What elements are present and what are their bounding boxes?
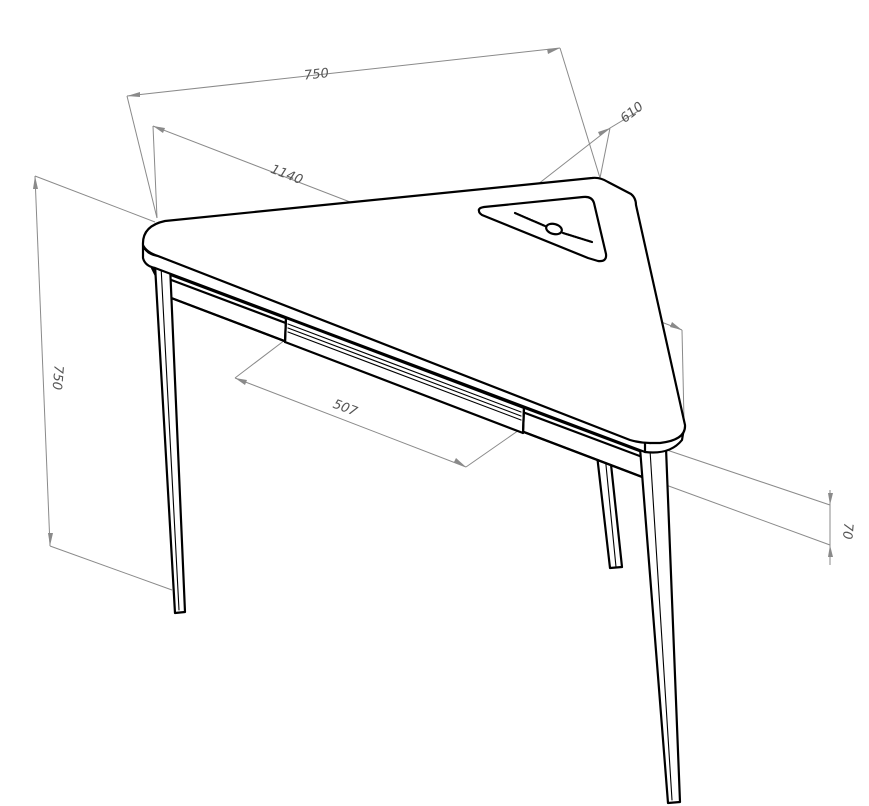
- drawer-front: [283, 316, 526, 435]
- front-left-leg: [153, 263, 187, 615]
- cable-cutout: [477, 195, 608, 263]
- dim-label-750-height: 750: [49, 365, 66, 391]
- dim-label-610: 610: [618, 99, 647, 126]
- dim-label-70: 70: [839, 522, 855, 540]
- front-right-leg: [638, 446, 682, 805]
- dim-label-1140: 1140: [268, 162, 304, 188]
- dimension-750-top: 750: [126, 47, 601, 219]
- table-top: [141, 176, 687, 454]
- dimension-750-height: 750: [33, 175, 173, 591]
- grommet-icon: [545, 222, 563, 236]
- back-leg: [595, 453, 624, 570]
- dim-label-750-top: 750: [303, 66, 329, 84]
- dimension-70: 70: [654, 445, 855, 565]
